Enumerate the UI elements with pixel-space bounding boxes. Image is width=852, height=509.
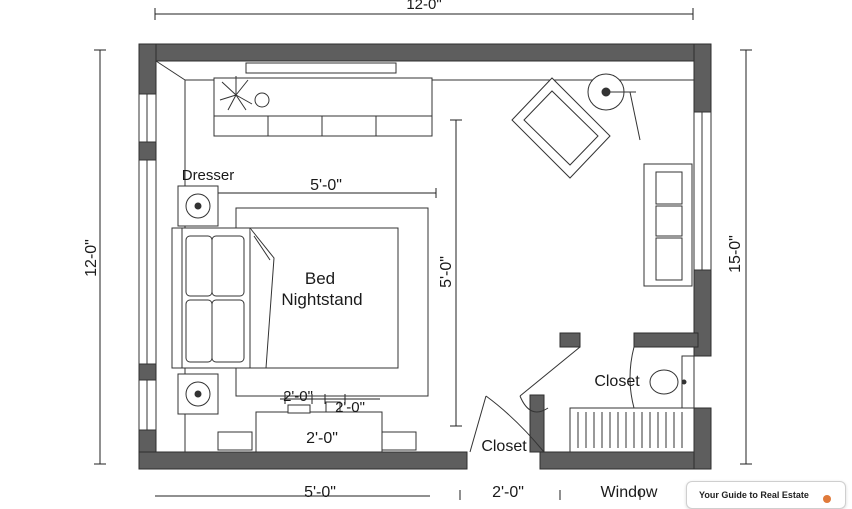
closet-door-right [519, 346, 581, 397]
left-wall-upper [138, 43, 157, 95]
tv [245, 62, 397, 74]
sink-icon [649, 355, 695, 409]
bed-length-label: 5'-0" [438, 256, 455, 288]
floor-lamp-icon [587, 73, 641, 141]
bottom-mid-dimension-label: 2'-0" [492, 484, 524, 500]
top-dimension-label: 12-0" [406, 0, 441, 13]
window-label: Window [601, 484, 658, 500]
armchair [511, 77, 611, 179]
bottom-wall-right [539, 451, 712, 470]
window-bench [643, 163, 693, 287]
dresser [177, 185, 219, 227]
closet-left-label: Closet [481, 438, 527, 455]
plant-icon [219, 76, 253, 111]
closet-divider-wall [633, 332, 699, 348]
closet-right-label: Closet [594, 373, 640, 390]
top-wall [138, 43, 712, 62]
closet-door-swing-left [485, 395, 545, 453]
lamp-icon [254, 92, 270, 108]
closet-wall-left [529, 394, 545, 453]
right-dimension-label: 15-0" [727, 235, 744, 273]
right-wall-upper [693, 43, 712, 113]
right-wall-lower [693, 407, 712, 470]
nightstand-width-label: 2'-0" [283, 388, 313, 405]
nightstand-label: Nightstand [281, 290, 362, 309]
brand-logo-icon [823, 495, 831, 503]
brand-badge-text: Your Guide to Real Estate [699, 490, 809, 500]
bottom-left-dimension-label: 5'-0" [304, 484, 336, 500]
brand-badge[interactable]: Your Guide to Real Estate [686, 481, 846, 509]
desk-width-label: 2'-0" [306, 430, 338, 447]
nightstand-side-label: 2'-0" [335, 399, 365, 416]
dresser-label: Dresser [182, 167, 235, 184]
desk [255, 411, 383, 453]
media-console [213, 77, 433, 117]
left-dimension-label: 12-0" [83, 239, 100, 277]
bed-width-label: 5'-0" [310, 177, 342, 194]
console-drawers [213, 115, 433, 137]
bed-label: Bed [305, 269, 335, 288]
bed [171, 227, 399, 369]
bottom-wall-left [138, 451, 468, 470]
closet-rod [569, 407, 695, 453]
